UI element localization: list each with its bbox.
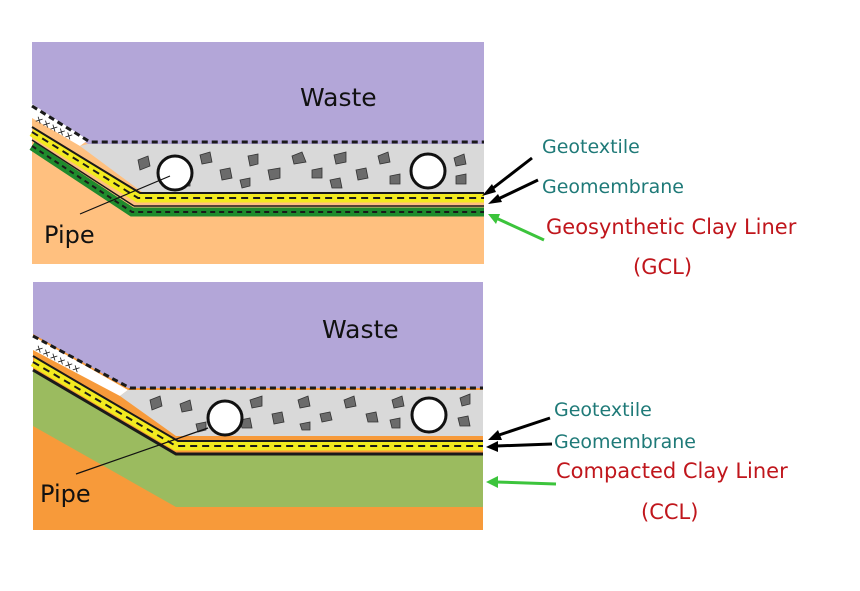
panel-ccl-pipe-2 (410, 396, 448, 434)
panel-ccl-pipe-1 (206, 399, 244, 437)
panel-gcl-stones (137, 151, 467, 189)
panel-gcl-waste (32, 42, 484, 144)
panel-gcl-liner-label: Geosynthetic Clay Liner (546, 215, 797, 239)
panel-gcl-pipe-2 (409, 152, 447, 190)
panel-ccl-geomembrane (30, 358, 483, 451)
panel-ccl-membrane-edge-bottom (32, 368, 483, 456)
panel-ccl: ×××××× (30, 282, 788, 530)
panel-gcl-liner-abbr: (GCL) (633, 255, 692, 279)
panel-gcl-pipe-leader (79, 175, 171, 215)
panel-gcl-geotextile-label: Geotextile (542, 136, 640, 158)
panel-ccl-pipe-leader (75, 427, 209, 475)
panel-ccl-waste (33, 282, 483, 388)
panel-gcl-pipe-label: Pipe (44, 221, 95, 249)
panel-gcl-geomembrane-label: Geomembrane (542, 176, 684, 198)
panel-ccl-liner-label: Compacted Clay Liner (556, 459, 788, 483)
panel-gcl-waste-label: Waste (300, 83, 377, 112)
panel-gcl-geotextile-line (31, 104, 484, 144)
panel-ccl-membrane-edge-top (32, 355, 483, 442)
panel-ccl-clay (33, 370, 483, 507)
panel-gcl-gcl-edge (31, 139, 135, 207)
panel-ccl-liner-abbr: (CCL) (641, 500, 698, 524)
panel-ccl-geomembrane-label: Geomembrane (554, 431, 696, 453)
panel-gcl-geomembrane-dash (31, 131, 484, 199)
panel-gcl: ××××× (29, 42, 797, 279)
panel-ccl-stones (149, 393, 471, 433)
panel-gcl-arrows (482, 156, 545, 242)
panel-gcl-membrane-edge (31, 126, 484, 194)
panel-gcl-gcl-dash (31, 145, 484, 213)
panel-ccl-arrows (486, 416, 557, 488)
panel-ccl-cross-band (33, 336, 128, 396)
panel-ccl-geotextile-label: Geotextile (554, 399, 652, 421)
panel-ccl-pipe-label: Pipe (40, 480, 91, 508)
panel-ccl-waste-label: Waste (322, 315, 399, 344)
panel-gcl-pipe-1 (156, 154, 194, 192)
panel-ccl-geotextile-line (32, 334, 483, 390)
